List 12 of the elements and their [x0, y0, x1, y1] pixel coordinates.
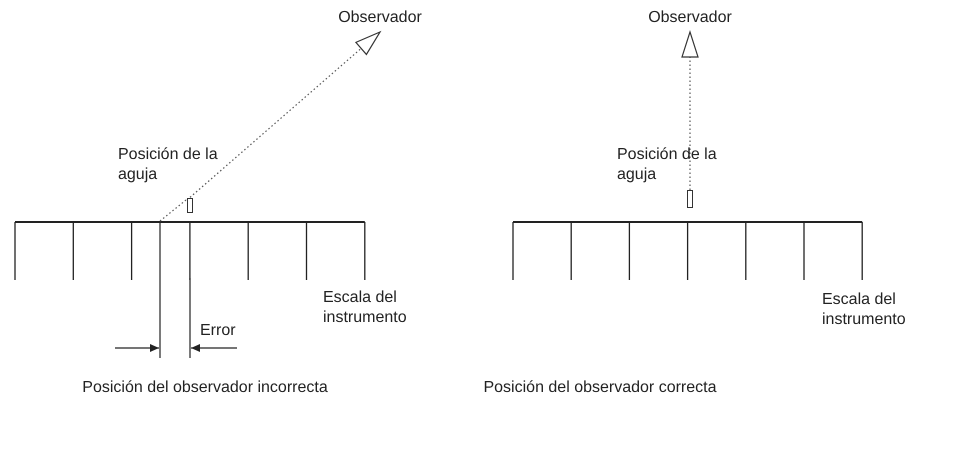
error-label: Error [200, 321, 237, 341]
sight-line-arrow [681, 31, 699, 190]
scale-label: Escala del instrumento [323, 288, 408, 328]
observer-position-caption: Posición del observador incorrecta [81, 378, 329, 398]
needle-marker [687, 190, 693, 208]
observer-label: Observador [335, 8, 425, 30]
scale-label: Escala del instrumento [822, 290, 907, 330]
needle-marker [187, 198, 193, 213]
needle-position-label: Posición de la aguja [617, 145, 718, 185]
needle-position-label: Posición de la aguja [118, 145, 219, 185]
observer-position-caption: Posición del observador correcta [482, 378, 718, 398]
observer-label: Observador [645, 8, 735, 30]
